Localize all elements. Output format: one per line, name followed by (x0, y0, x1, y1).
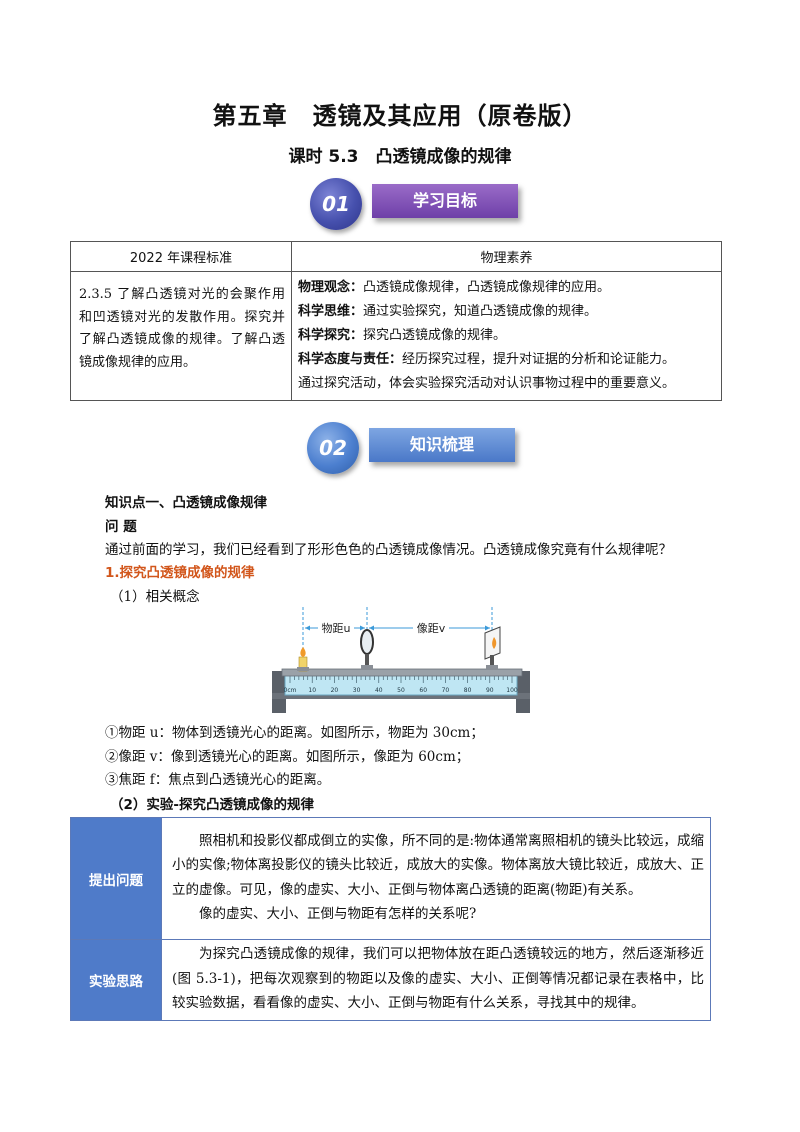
banner-learning-goals: 01 学习目标 (310, 178, 530, 230)
goals-header-literacy: 物理素养 (291, 241, 722, 272)
ruler-tick-label: 30 (353, 687, 361, 694)
light-screen (484, 626, 501, 670)
literacy-item: 物理观念：凸透镜成像规律，凸透镜成像规律的应用。 (298, 280, 611, 295)
ruler-tick-label: 70 (442, 687, 450, 694)
exp-row-body: 为探究凸透镜成像的规律，我们可以把物体放在距凸透镜较远的地方，然后逐渐移近(图 … (161, 939, 711, 1021)
bench-base-bar (272, 693, 530, 699)
ruler-tick-label: 80 (464, 687, 472, 694)
banner-number: 01 (310, 178, 362, 230)
banner-label: 知识梳理 (369, 428, 515, 462)
image-distance-label: 像距v (417, 622, 446, 635)
bench-right-leg (516, 671, 530, 713)
ruler-tick-label: 40 (375, 687, 383, 694)
section-heading: 1.探究凸透镜成像的规律 (105, 565, 255, 581)
ruler-ticks (289, 676, 513, 683)
ruler-tick-label: 0cm (284, 687, 297, 694)
label-background (318, 620, 354, 636)
ruler-tick-label: 100 (506, 687, 518, 694)
definition-object-distance: ①物距 u：物体到透镜光心的距离。如图所示，物距为 30cm； (105, 725, 484, 741)
banner-number: 02 (307, 422, 359, 474)
curriculum-standard: 2.3.5 了解凸透镜对光的会聚作用和凹透镜对光的发散作用。探究并了解凸透镜成像… (70, 271, 292, 401)
banner-label: 学习目标 (372, 184, 518, 218)
question-label: 问 题 (105, 519, 137, 535)
bench-left-leg (272, 671, 286, 713)
literacy-item: 科学探究：探究凸透镜成像的规律。 (298, 328, 507, 343)
exp-row-head: 提出问题 (70, 817, 162, 940)
subsection-concepts: （1）相关概念 (110, 589, 200, 605)
arrow-head-icon (369, 625, 374, 631)
arrow-head-icon (485, 625, 490, 631)
literacy-list: 物理观念：凸透镜成像规律，凸透镜成像规律的应用。 科学思维：通过实验探究，知道凸… (291, 271, 722, 401)
arrow-head-icon (305, 625, 310, 631)
goals-table: 2022 年课程标准 物理素养 2.3.5 了解凸透镜对光的会聚作用和凹透镜对光… (70, 241, 722, 401)
goals-header-standard: 2022 年课程标准 (70, 241, 292, 272)
definition-image-distance: ②像距 v：像到透镜光心的距离。如图所示，像距为 60cm； (105, 749, 470, 765)
definition-focal-length: ③焦距 f：焦点到凸透镜光心的距离。 (105, 772, 331, 788)
flame-icon (300, 647, 306, 657)
arrow-head-icon (360, 625, 365, 631)
chapter-title: 第五章 透镜及其应用（原卷版） (212, 102, 588, 130)
inverted-flame-image-icon (492, 637, 497, 649)
literacy-item: 科学思维：通过实验探究，知道凸透镜成像的规律。 (298, 304, 598, 319)
ruler-tick-label: 20 (331, 687, 339, 694)
optical-bench-figure: 物距u 像距v 0cm 10 20 30 40 50 60 70 80 90 100 (272, 607, 530, 713)
literacy-item: 通过探究活动，体会实验探究活动对认识事物过程中的重要意义。 (298, 376, 676, 391)
experiment-table: 提出问题 照相机和投影仪都成倒立的实像，所不同的是:物体通常离照相机的镜头比较远… (70, 817, 711, 1021)
candle (297, 647, 309, 672)
convex-lens (360, 629, 374, 670)
exp-row-head: 实验思路 (70, 939, 162, 1021)
object-distance-label: 物距u (322, 621, 351, 635)
ruler-tick-label: 50 (397, 687, 405, 694)
ruler-tick-label: 10 (308, 687, 316, 694)
knowledge-point-heading: 知识点一、凸透镜成像规律 (105, 495, 267, 511)
lesson-subtitle: 课时 5.3 凸透镜成像的规律 (288, 147, 512, 167)
subsection-experiment: （2）实验-探究凸透镜成像的规律 (110, 797, 314, 813)
bench-rail (281, 668, 523, 677)
ruler-tick-label: 90 (486, 687, 494, 694)
exp-row-body: 照相机和投影仪都成倒立的实像，所不同的是:物体通常离照相机的镜头比较远，成缩小的… (161, 817, 711, 940)
label-background (413, 620, 449, 636)
banner-knowledge-review: 02 知识梳理 (307, 422, 527, 474)
ruler-tick-labels: 0cm 10 20 30 40 50 60 70 80 90 100 (284, 687, 518, 694)
ruler-tick-label: 60 (419, 687, 427, 694)
literacy-item: 科学态度与责任：经历探究过程，提升对证据的分析和论证能力。 (298, 352, 676, 367)
question-text: 通过前面的学习，我们已经看到了形形色色的凸透镜成像情况。凸透镜成像究竟有什么规律… (105, 542, 672, 558)
